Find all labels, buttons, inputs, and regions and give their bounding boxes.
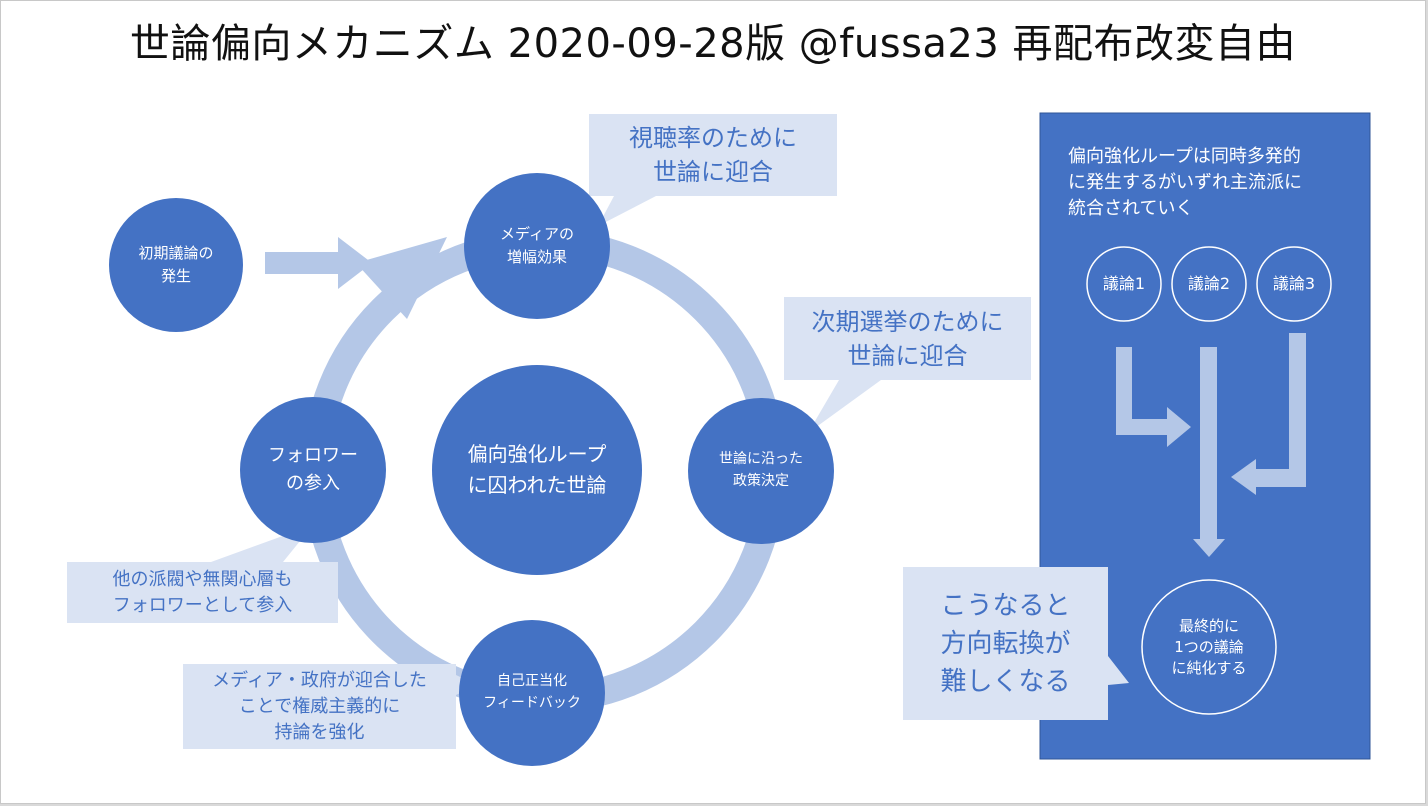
node-media-label: メディアの増幅効果 <box>500 224 574 266</box>
node-initial <box>109 198 243 332</box>
callout-election-shape <box>784 297 1031 433</box>
node-followers <box>240 397 386 543</box>
panel-arrow-right <box>1231 333 1306 495</box>
slide-title: 世論偏向メカニズム 2020-09-28版 @fussa23 再配布改変自由 <box>129 21 1297 67</box>
node-initial-label: 初期議論の発生 <box>138 243 214 285</box>
debate-1-circle <box>1086 246 1162 322</box>
callout-ratings: 視聴率のために世論に迎合 <box>629 124 797 186</box>
callout-direction-shape <box>903 567 1129 720</box>
node-feedback-label: 自己正当化フィードバック <box>483 673 581 711</box>
initial-arrow <box>265 237 372 289</box>
debate-2-label: 議論2 <box>1187 273 1231 293</box>
node-policy <box>688 398 834 544</box>
panel-arrow-center <box>1193 347 1225 557</box>
callout-authority: メディア・政府が迎合したことで権威主義的に持論を強化 <box>212 669 427 743</box>
debate-2-circle <box>1171 246 1247 322</box>
callout-direction: こうなると方向転換が難しくなる <box>940 590 1071 697</box>
callout-ratings-shape <box>589 114 837 226</box>
callout-others-shape <box>67 525 338 623</box>
debate-3-circle <box>1256 246 1332 322</box>
node-feedback <box>459 620 605 766</box>
debate-3-label: 議論3 <box>1272 273 1316 293</box>
debate-1-label: 議論1 <box>1102 273 1146 293</box>
callout-authority-shape <box>183 664 477 749</box>
loop-arrowhead <box>356 237 447 319</box>
node-policy-label: 世論に沿った政策決定 <box>719 451 803 489</box>
final-circle <box>1141 579 1277 715</box>
node-followers-label: フォロワーの参入 <box>268 445 358 494</box>
panel-description: 偏向強化ループは同時多発的に発生するがいずれ主流派に統合されていく <box>1068 146 1302 219</box>
callout-election: 次期選挙のために世論に迎合 <box>811 307 1004 370</box>
callout-others: 他の派閥や無関心層もフォロワーとして参入 <box>112 568 293 616</box>
node-center <box>432 365 642 575</box>
panel-arrow-left <box>1116 347 1191 447</box>
node-center-label: 偏向強化ループに囚われた世論 <box>467 442 607 497</box>
node-media <box>464 173 610 319</box>
